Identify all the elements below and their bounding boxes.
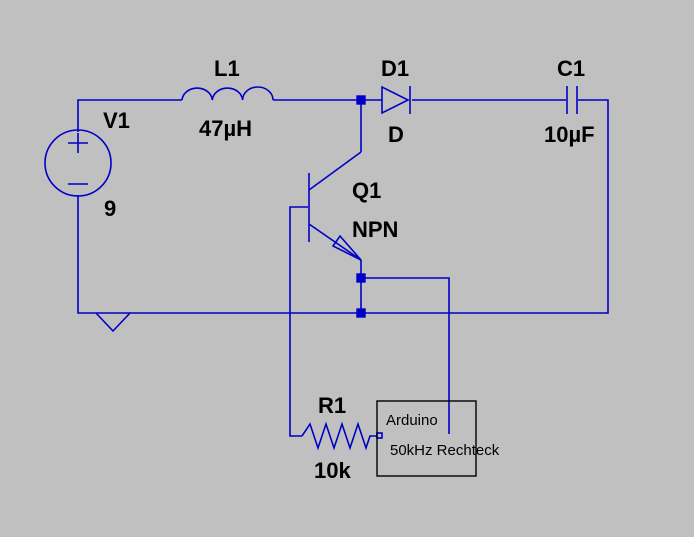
junctions	[356, 95, 366, 318]
c1-value-label: 10µF	[544, 122, 595, 147]
r1-value-label: 10k	[314, 458, 351, 483]
wire-emitter-to-arduino	[361, 277, 450, 434]
d1-value-label: D	[388, 122, 404, 147]
wire-v1-to-l1	[77, 99, 182, 132]
arduino-block[interactable]: Arduino 50kHz Rechteck	[376, 400, 500, 477]
arduino-subtitle: 50kHz Rechteck	[390, 442, 500, 459]
resistor-pin	[376, 432, 383, 439]
junction-ground	[356, 308, 366, 318]
labels: V1 9 L1 47µH D1 D C1 10µF Q1 NPN R1 10k	[103, 56, 595, 483]
wires	[77, 99, 609, 437]
v1-value-label: 9	[104, 196, 116, 221]
v1-voltage-source[interactable]	[44, 129, 112, 197]
l1-name-label: L1	[214, 56, 240, 81]
junction-node-top	[356, 95, 366, 105]
wire-c1-return	[77, 99, 609, 314]
q1-value-label: NPN	[352, 217, 398, 242]
q1-name-label: Q1	[352, 178, 381, 203]
arduino-title: Arduino	[386, 412, 438, 429]
junction-emitter	[356, 273, 366, 283]
v1-name-label: V1	[103, 108, 130, 133]
ground-icon	[95, 312, 131, 333]
npn-transistor-icon[interactable]	[308, 151, 362, 261]
resistor-icon[interactable]	[301, 421, 383, 451]
arduino-box	[376, 400, 477, 477]
wire-base-to-r1	[289, 206, 308, 437]
l1-value-label: 47µH	[199, 116, 252, 141]
capacitor-icon[interactable]	[566, 86, 578, 114]
inductor-icon[interactable]	[181, 86, 274, 101]
r1-name-label: R1	[318, 393, 346, 418]
d1-name-label: D1	[381, 56, 409, 81]
c1-name-label: C1	[557, 56, 585, 81]
voltage-source-icon	[44, 129, 112, 197]
diode-icon[interactable]	[381, 85, 411, 115]
